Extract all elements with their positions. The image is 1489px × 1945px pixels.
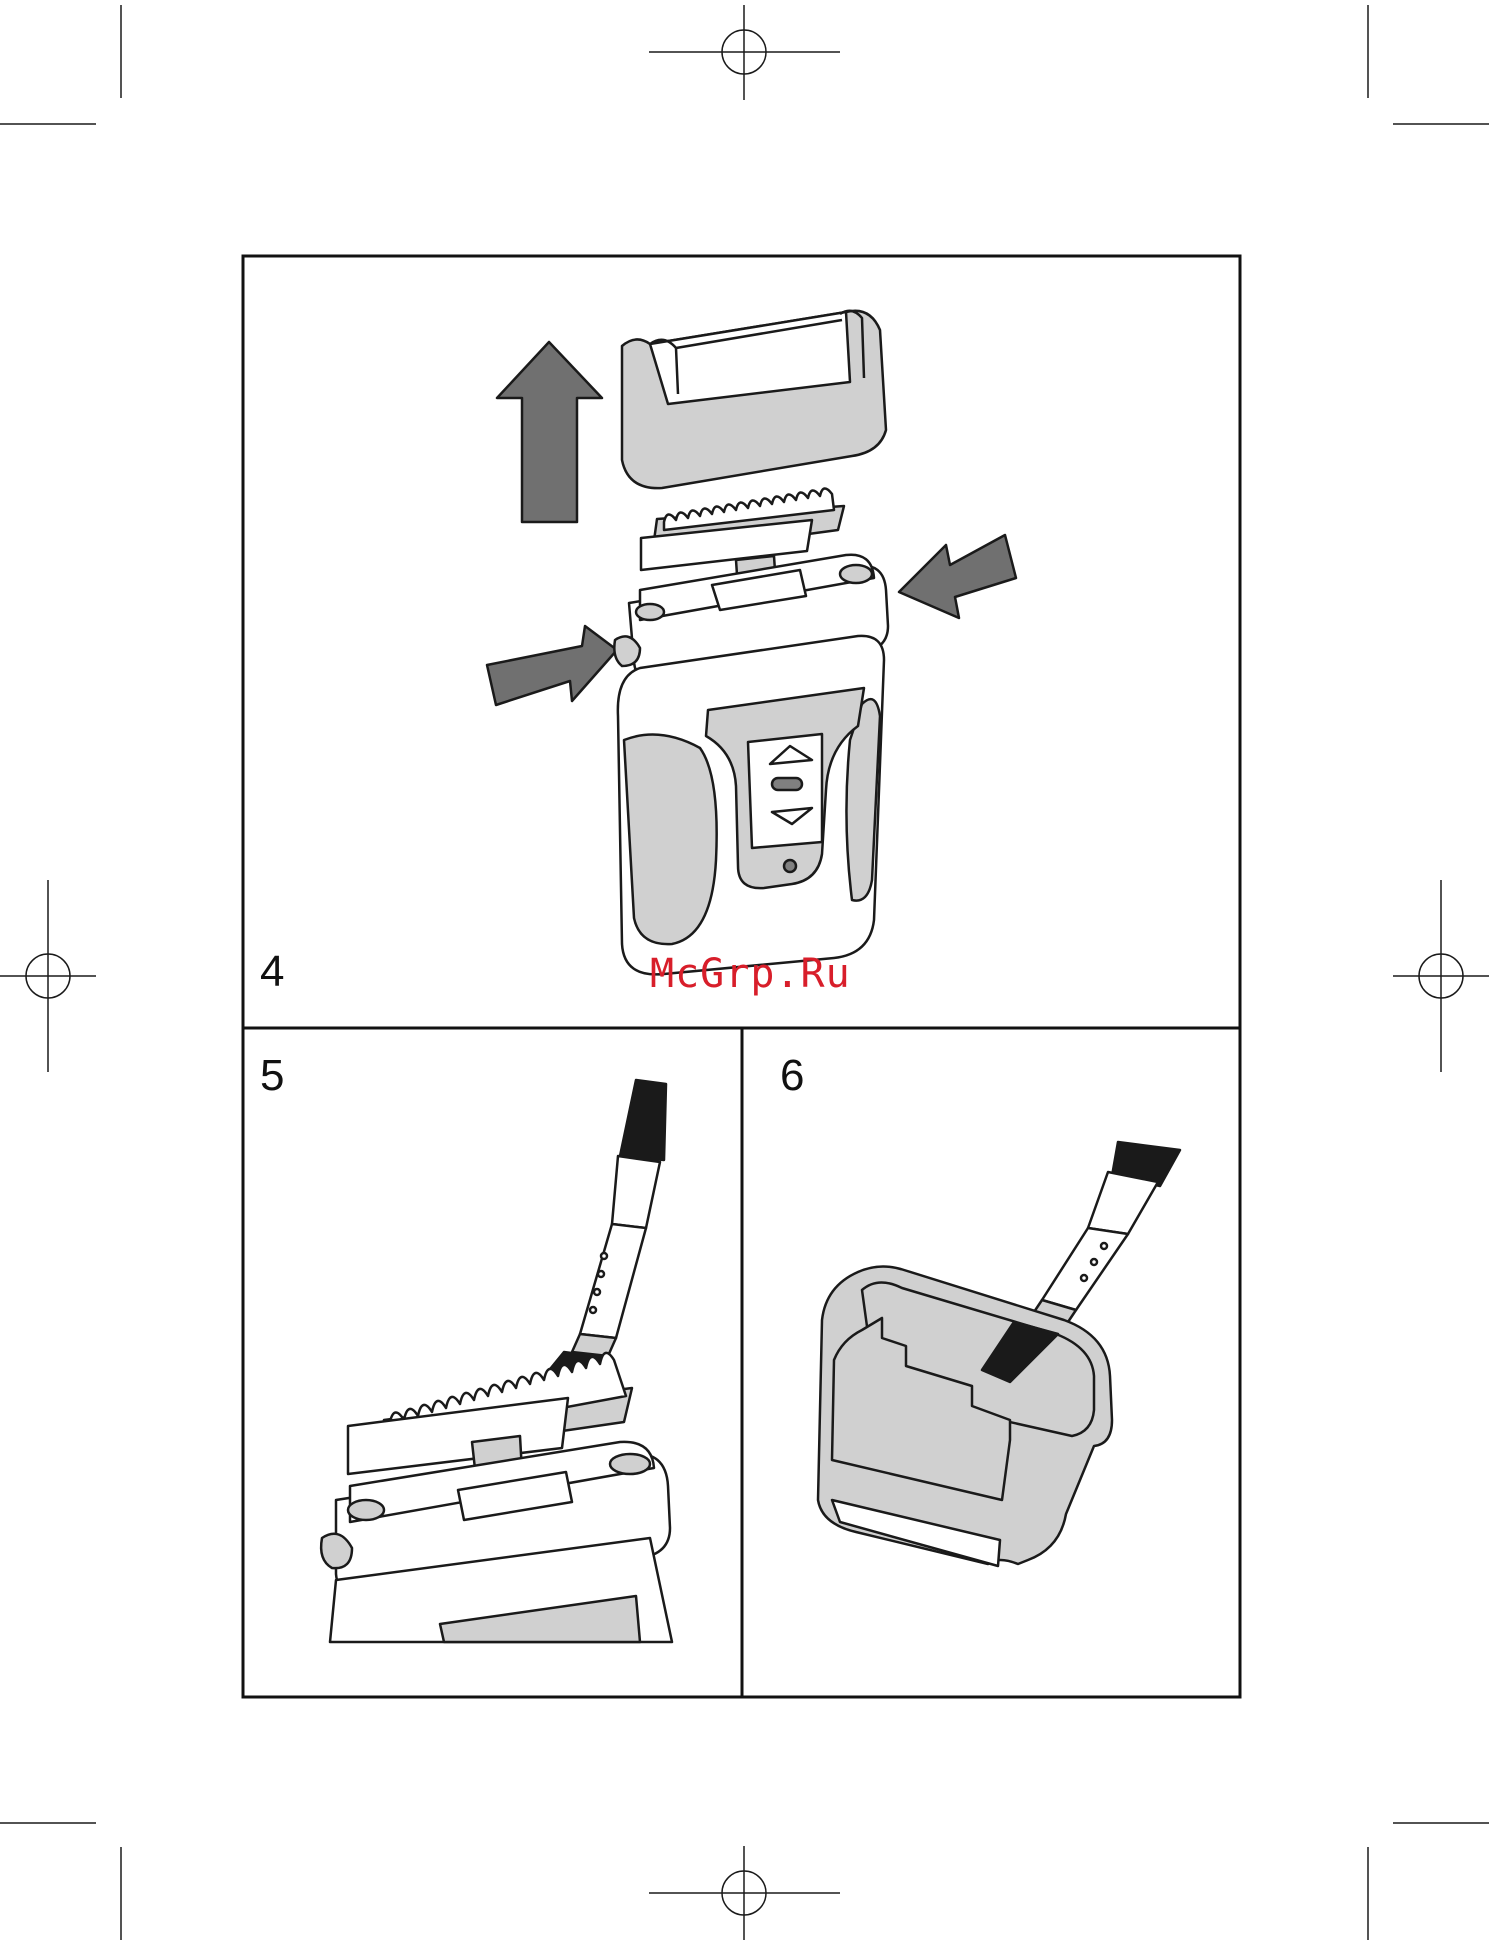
panel-5-illustration bbox=[321, 1080, 672, 1642]
step-number-6: 6 bbox=[780, 1054, 804, 1098]
cleaning-brush-illustration bbox=[612, 1156, 660, 1228]
step-number-5: 5 bbox=[260, 1054, 284, 1098]
step-number-4: 4 bbox=[260, 950, 284, 994]
registration-mark-icon bbox=[1393, 880, 1489, 1072]
cleaning-brush-illustration bbox=[1088, 1172, 1158, 1234]
press-arrow-icon bbox=[899, 535, 1016, 618]
watermark: McGrp.Ru bbox=[650, 954, 851, 994]
panel-6-illustration bbox=[818, 1142, 1180, 1566]
press-arrow-icon bbox=[487, 626, 617, 705]
up-arrow-icon bbox=[497, 342, 602, 522]
registration-mark-icon bbox=[0, 880, 96, 1072]
registration-mark-icon bbox=[649, 1846, 840, 1940]
panel-4-illustration bbox=[487, 311, 1016, 975]
registration-mark-icon bbox=[649, 5, 840, 100]
